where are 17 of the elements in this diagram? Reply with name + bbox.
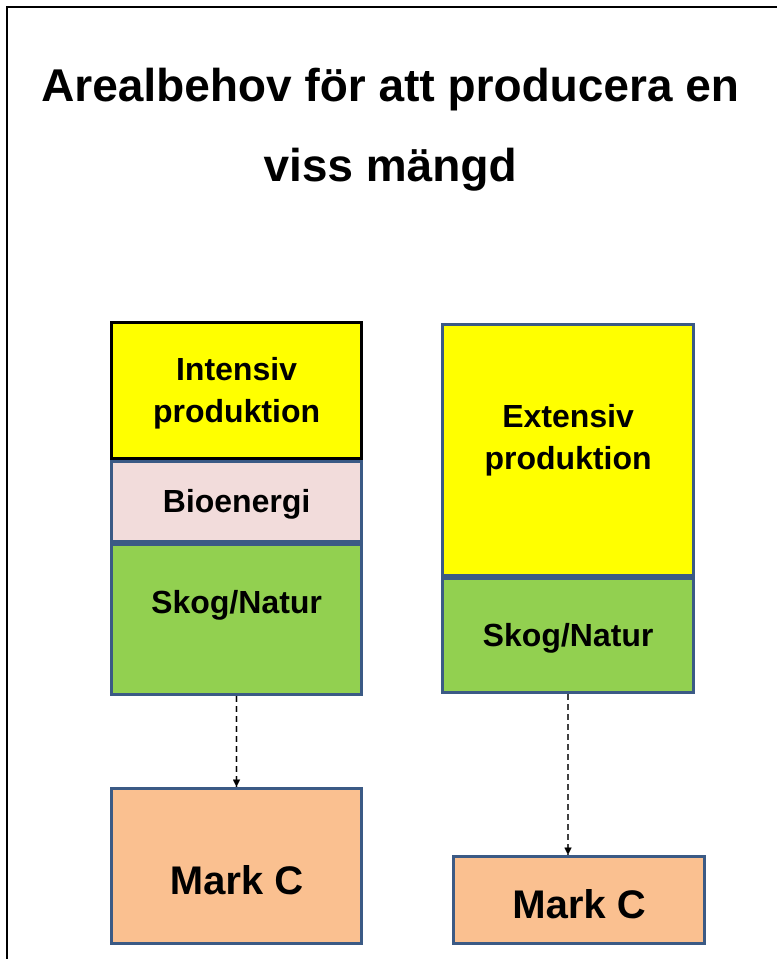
node-label: Bioenergi	[162, 482, 310, 521]
forest-block	[110, 543, 363, 696]
production-block	[441, 323, 695, 577]
title: Arealbehov för att producera en viss mängd	[40, 58, 740, 193]
dashed-arrow	[232, 696, 240, 787]
dashed-arrow	[564, 694, 572, 855]
soil-carbon-box	[452, 855, 706, 945]
node-label: Skog/Natur	[482, 616, 654, 655]
forest-block	[441, 577, 695, 694]
soil-carbon-box	[110, 787, 363, 945]
node-label: Mark C	[170, 858, 304, 905]
node-label: Skog/Natur	[151, 582, 322, 622]
node-label: Extensiv produktion	[483, 397, 653, 478]
production-block	[110, 321, 363, 460]
node-label: Mark C	[512, 882, 646, 929]
bioenergy-block	[110, 460, 363, 543]
node-label: Intensiv produktion	[152, 350, 322, 431]
